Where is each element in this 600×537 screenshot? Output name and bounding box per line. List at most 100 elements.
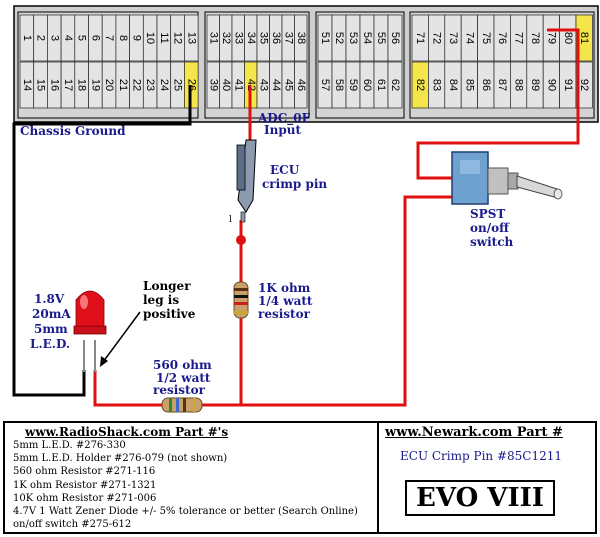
pin-number: 80 <box>562 32 574 44</box>
pin-number: 25 <box>172 79 184 91</box>
pin-number: 92 <box>578 79 590 91</box>
spst-switch <box>451 151 563 205</box>
res1k-label-2: 1/4 watt <box>258 294 313 308</box>
parts-list-item: 1K ohm Resistor #271-1321 <box>13 479 157 491</box>
pin-number: 89 <box>529 79 541 91</box>
pin-number: 43 <box>257 79 269 91</box>
ground-wire <box>12 85 192 397</box>
pin-number: 58 <box>333 79 345 91</box>
pin-number: 72 <box>431 32 443 44</box>
pin-number: 84 <box>447 79 459 91</box>
resistor-1k <box>233 281 249 319</box>
pin-number: 32 <box>220 32 232 44</box>
pin-cell-81 <box>575 14 593 62</box>
pin-number: 23 <box>144 79 156 91</box>
pointer-arrow <box>102 311 141 363</box>
bottom-wire <box>93 195 452 407</box>
pin-number: 10 <box>144 32 156 44</box>
pin-number: 22 <box>130 79 142 91</box>
newark-title: www.Newark.com Part # <box>385 425 563 440</box>
led-current-label: 20mA <box>32 307 71 321</box>
pin-number: 88 <box>513 79 525 91</box>
res560-label-2: 1/2 watt <box>156 371 211 385</box>
ecu-crimp-label: ECU <box>270 163 300 177</box>
chassis-ground-label: Chassis Ground <box>20 124 126 138</box>
pin-number: 14 <box>21 79 33 91</box>
pin-number: 56 <box>389 32 401 44</box>
pin-cell-92 <box>575 61 593 109</box>
parts-panel: www.RadioShack.com Part #'s 5mm L.E.D. #… <box>3 421 597 534</box>
pin-number: 61 <box>375 79 387 91</box>
pin-number: 51 <box>319 32 331 44</box>
resistor-560 <box>161 397 203 413</box>
pin-number: 4 <box>62 35 74 41</box>
pin-number: 40 <box>220 79 232 91</box>
pin-number: 34 <box>245 32 257 44</box>
pin-number: 24 <box>158 79 170 91</box>
parts-list-item: on/off switch #275-612 <box>13 519 132 531</box>
longer-leg-label-2: leg is <box>143 293 179 307</box>
pin-number: 54 <box>361 32 373 44</box>
solder-joint <box>236 235 246 245</box>
pin-number: 17 <box>62 79 74 91</box>
pin-number: 57 <box>319 79 331 91</box>
pin-number: 90 <box>545 79 557 91</box>
small-l-mark: l <box>229 215 232 225</box>
radioshack-title: www.RadioShack.com Part #'s <box>25 425 229 439</box>
pin-number: 41 <box>232 79 244 91</box>
pin-number: 11 <box>158 32 170 43</box>
pin-number: 37 <box>282 32 294 44</box>
pin-number: 45 <box>282 79 294 91</box>
parts-list-item: 560 ohm Resistor #271-116 <box>13 466 156 478</box>
panel-divider <box>377 423 379 532</box>
pin-number: 35 <box>257 32 269 44</box>
ecu-crimp-pin <box>236 139 257 223</box>
spst-label-3: switch <box>470 235 513 249</box>
pin-number: 87 <box>496 79 508 91</box>
pin-cell-46 <box>294 61 308 109</box>
pin-number: 55 <box>375 32 387 44</box>
pointer-arrowhead <box>100 356 108 367</box>
adc-input-label: Input <box>264 123 301 137</box>
pin-number: 18 <box>76 79 88 91</box>
model-badge: EVO VIII <box>405 480 555 516</box>
pin-number: 36 <box>270 32 282 44</box>
switch-wire <box>416 28 580 180</box>
pin-number: 74 <box>463 32 475 44</box>
spst-label-2: on/off <box>470 221 510 235</box>
pin-number: 7 <box>103 35 115 41</box>
pin-number: 20 <box>103 79 115 91</box>
led-voltage-label: 1.8V <box>34 292 65 306</box>
pin-number: 16 <box>48 79 60 91</box>
radioshack-parts-list: 5mm L.E.D. #276-330 5mm L.E.D. Holder #2… <box>13 439 358 531</box>
pin-number: 3 <box>48 35 60 41</box>
pin-number: 33 <box>232 32 244 44</box>
led <box>73 290 107 372</box>
pin-cell-56 <box>387 14 403 62</box>
res560-label-3: resistor <box>153 383 206 397</box>
pin-number: 86 <box>480 79 492 91</box>
res1k-label: 1K ohm <box>258 281 311 295</box>
pin-number: 5 <box>76 35 88 41</box>
pin-number: 83 <box>431 79 443 91</box>
parts-list-item: 10K ohm Resistor #271-006 <box>13 492 157 504</box>
pin-number: 12 <box>172 32 184 44</box>
pin-number: 59 <box>347 79 359 91</box>
pin-number: 6 <box>89 35 101 41</box>
pin-number: 21 <box>117 79 129 91</box>
pin-number: 62 <box>389 79 401 91</box>
pin-number: 2 <box>35 35 47 41</box>
res1k-label-3: resistor <box>258 307 311 321</box>
pin-number: 31 <box>207 32 219 44</box>
pin-number: 8 <box>117 35 129 41</box>
pin-number: 38 <box>295 32 307 44</box>
pin-number: 1 <box>21 35 33 41</box>
pin-number: 44 <box>270 79 282 91</box>
pin-cell-38 <box>294 14 308 62</box>
pin-number: 71 <box>414 32 426 44</box>
pin-number: 91 <box>562 79 574 91</box>
pin-number: 77 <box>513 32 525 44</box>
pin-number: 85 <box>463 79 475 91</box>
